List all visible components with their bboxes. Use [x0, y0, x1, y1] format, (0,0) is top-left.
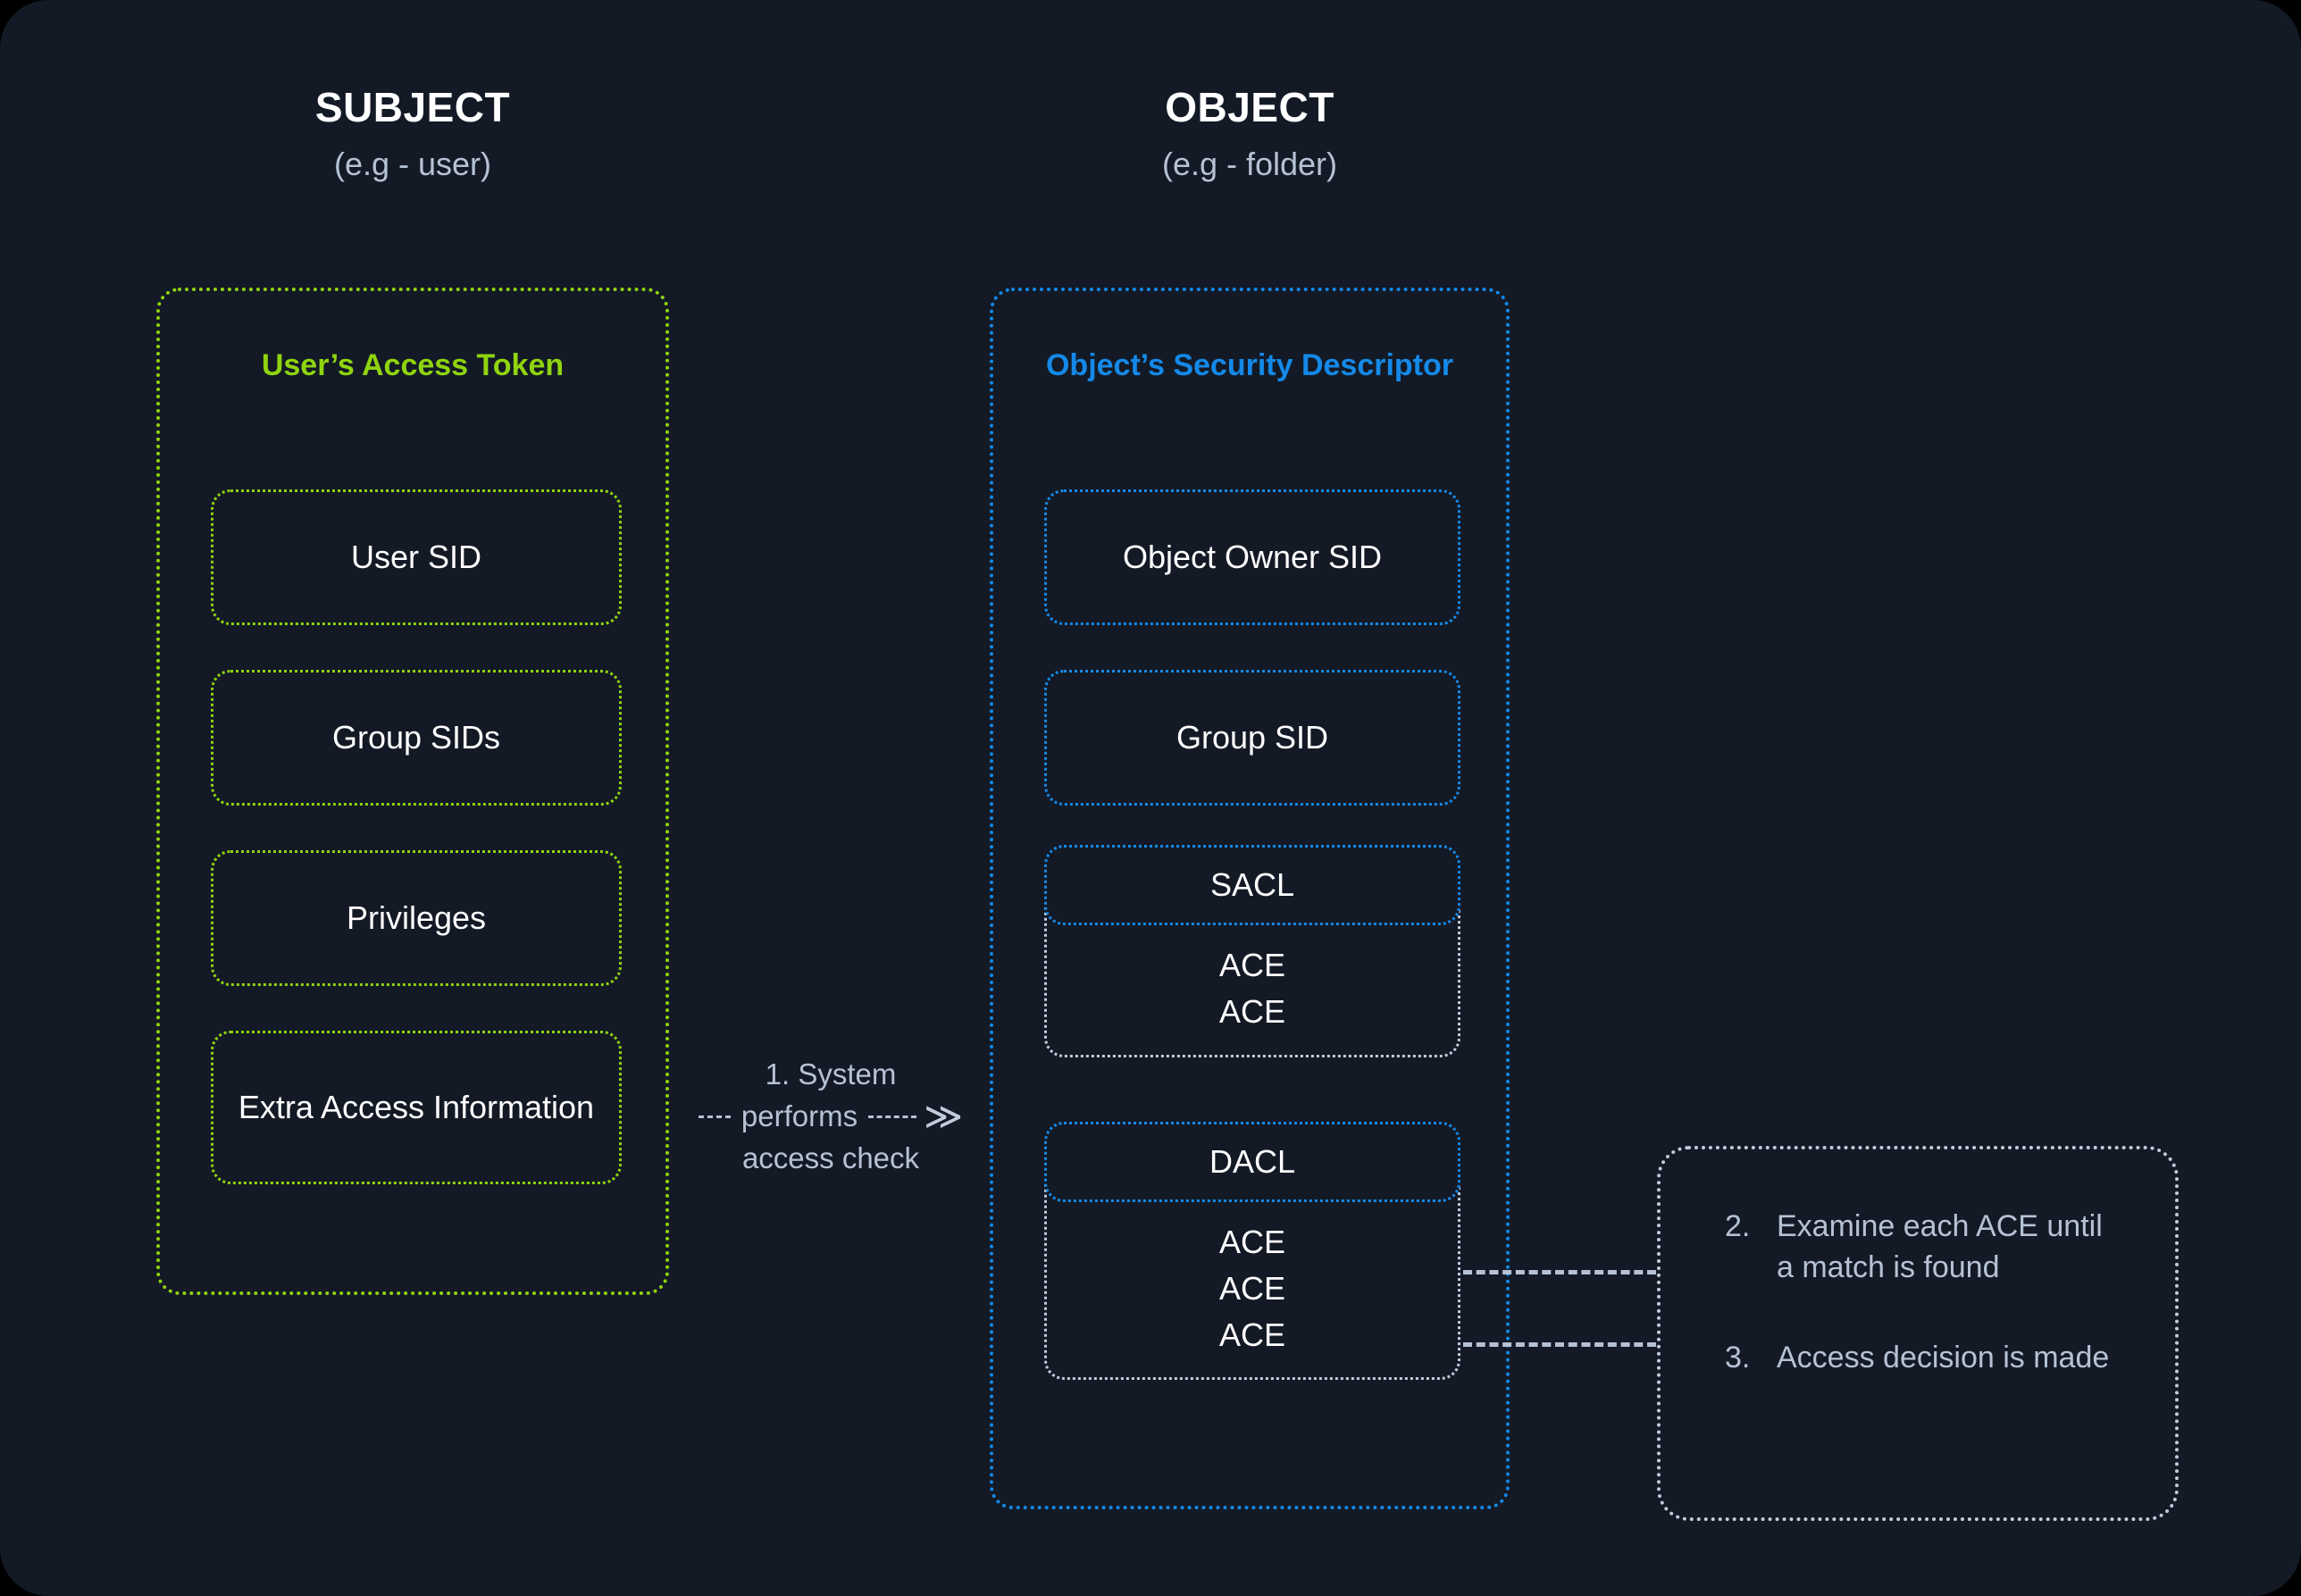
access-check-line-1: 1. System — [679, 1054, 983, 1096]
connector-dacl-to-callout-upper — [1463, 1270, 1656, 1274]
dacl-header-box: DACL — [1044, 1122, 1460, 1202]
token-item-group-sids-label: Group SIDs — [331, 719, 501, 756]
descriptor-item-group-sid: Group SID — [1044, 670, 1460, 806]
user-access-token-panel-title: User’s Access Token — [261, 348, 565, 382]
dacl-label: DACL — [1209, 1143, 1296, 1180]
callout-step-number: 2. — [1725, 1209, 1751, 1243]
dacl-ace-list: ACE ACE ACE — [1044, 1161, 1460, 1381]
token-item-user-sid-label: User SID — [350, 539, 482, 576]
dashed-line-right — [868, 1115, 917, 1118]
sacl-header-box: SACL — [1044, 845, 1460, 925]
sacl-ace-item: ACE — [1218, 947, 1286, 983]
object-title: OBJECT — [1165, 84, 1335, 130]
connector-dacl-to-callout-lower — [1463, 1342, 1656, 1347]
sacl-label: SACL — [1209, 866, 1295, 903]
access-check-text-3: access check — [741, 1141, 920, 1174]
security-descriptor-panel: Object’s Security Descriptor Object Owne… — [990, 288, 1510, 1509]
access-check-text-2: performs — [741, 1099, 858, 1132]
token-item-privileges: Privileges — [211, 850, 622, 986]
double-chevron-right-icon: ≫ — [924, 1095, 964, 1138]
subject-column-header: SUBJECT (e.g - user) — [156, 85, 669, 181]
subject-subtitle: (e.g - user) — [333, 145, 492, 182]
object-column-header: OBJECT (e.g - folder) — [990, 85, 1510, 181]
token-item-group-sids: Group SIDs — [211, 670, 622, 806]
sacl-ace-item: ACE — [1218, 992, 1286, 1030]
subject-title: SUBJECT — [314, 84, 511, 130]
dacl-group: DACL ACE ACE ACE — [1044, 1122, 1460, 1381]
dacl-ace-item: ACE — [1218, 1316, 1286, 1353]
access-check-text-1: 1. System — [765, 1057, 897, 1090]
callout-step: 2. Examine each ACE until a match is fou… — [1725, 1207, 2125, 1288]
token-item-privileges-label: Privileges — [346, 899, 487, 937]
token-item-extra-access-information: Extra Access Information — [211, 1031, 622, 1184]
descriptor-item-object-owner-sid-label: Object Owner SID — [1122, 539, 1383, 576]
security-descriptor-panel-title: Object’s Security Descriptor — [1045, 348, 1453, 382]
callout-step: 3. Access decision is made — [1725, 1338, 2125, 1379]
descriptor-item-group-sid-label: Group SID — [1176, 719, 1329, 756]
access-check-line-3: access check — [679, 1138, 983, 1180]
object-subtitle: (e.g - folder) — [1161, 145, 1338, 182]
callout-step-text: Access decision is made — [1777, 1341, 2110, 1375]
descriptor-item-object-owner-sid: Object Owner SID — [1044, 489, 1460, 625]
dacl-ace-item: ACE — [1218, 1224, 1286, 1260]
callout-step-number: 3. — [1725, 1341, 1751, 1375]
sacl-group: SACL ACE ACE — [1044, 845, 1460, 1057]
token-item-user-sid: User SID — [211, 489, 622, 625]
dacl-ace-item: ACE — [1218, 1269, 1286, 1307]
dashed-line-left — [698, 1115, 731, 1118]
token-item-extra-access-information-label: Extra Access Information — [238, 1089, 595, 1126]
decision-callout-box: 2. Examine each ACE until a match is fou… — [1657, 1146, 2179, 1521]
access-check-line-2: performs ≫ — [679, 1096, 983, 1138]
callout-step-text: Examine each ACE until a match is found — [1777, 1209, 2103, 1284]
access-check-annotation: 1. System performs ≫ access check — [679, 1054, 983, 1180]
user-access-token-panel: User’s Access Token User SID Group SIDs … — [156, 288, 669, 1295]
